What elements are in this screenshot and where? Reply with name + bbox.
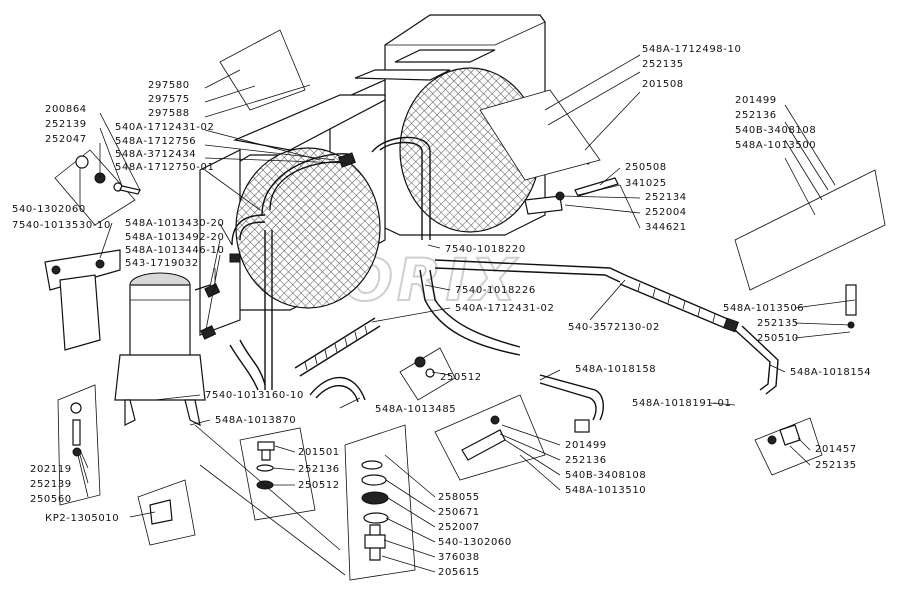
part-label: 540В-3408108 (565, 470, 646, 481)
part-label: 7540-1018226 (455, 285, 536, 296)
part-label: 252135 (642, 59, 684, 70)
part-label: 205615 (438, 567, 480, 578)
part-label: 341025 (625, 178, 667, 189)
hose-clip (309, 376, 366, 403)
part-label: 297580 (148, 80, 190, 91)
part-label: 540А-1712431-02 (455, 303, 554, 314)
part-label: 548А-1013510 (565, 485, 646, 496)
part-label: 201457 (815, 444, 857, 455)
right-long-hose (434, 259, 779, 395)
part-label: 540-3572130-02 (568, 322, 660, 333)
part-label: 201499 (565, 440, 607, 451)
part-label: 540-1302060 (438, 537, 512, 548)
part-label: 540В-3408108 (735, 125, 816, 136)
part-label: 548А-1018191-01 (632, 398, 731, 409)
part-label: 252136 (298, 464, 340, 475)
part-label: 252004 (645, 207, 687, 218)
part-label: 252135 (757, 318, 799, 329)
part-label: 548А-1018158 (575, 364, 656, 375)
part-label: 252139 (45, 119, 87, 130)
part-label: 297588 (148, 108, 190, 119)
part-labels: 548А-1712498-10 252135 201508 201499 252… (12, 44, 871, 578)
part-label: 250512 (440, 372, 482, 383)
part-label: 250671 (438, 507, 480, 518)
part-label: 376038 (438, 552, 480, 563)
part-label: 344621 (645, 222, 687, 233)
part-label: 548А-3712434 (115, 149, 196, 160)
left-hoses (200, 214, 273, 391)
radiator-assembly (199, 14, 546, 336)
part-label: 252134 (645, 192, 687, 203)
part-label: 252135 (815, 460, 857, 471)
part-label: 297575 (148, 94, 190, 105)
part-label: 250560 (30, 494, 72, 505)
part-label: 7540-1013160-10 (205, 390, 304, 401)
part-label: 7540-1018220 (445, 244, 526, 255)
part-label: 543-1719032 (125, 258, 199, 269)
part-label: 540-1302060 (12, 204, 86, 215)
part-label: 258055 (438, 492, 480, 503)
part-label: 548А-1712498-10 (642, 44, 741, 55)
left-bracket (44, 249, 121, 351)
part-label: 250510 (757, 333, 799, 344)
radiator-upper-pipes (261, 136, 431, 240)
part-label: 252139 (30, 479, 72, 490)
part-label: 548А-1013430-20 (125, 218, 224, 229)
part-label: 250508 (625, 162, 667, 173)
part-label: 252136 (565, 455, 607, 466)
part-label: 548А-1013492-20 (125, 232, 224, 243)
part-label: 202119 (30, 464, 72, 475)
fan-mesh-left (235, 147, 381, 309)
part-label: 548А-1013506 (723, 303, 804, 314)
part-label: 548А-1712756 (115, 136, 196, 147)
part-label: 201499 (735, 95, 777, 106)
part-label: 250512 (298, 480, 340, 491)
part-label: 540А-1712431-02 (115, 122, 214, 133)
part-label: 548А-1013870 (215, 415, 296, 426)
part-label: 201508 (642, 79, 684, 90)
part-label: 548А-1013500 (735, 140, 816, 151)
expansion-tank (114, 272, 206, 427)
part-label: 548А-1013446-10 (125, 245, 224, 256)
part-label: 548А-1712750-01 (115, 162, 214, 173)
part-label: 252007 (438, 522, 480, 533)
part-label: 252047 (45, 134, 87, 145)
central-pipe (419, 269, 604, 433)
part-label: 252136 (735, 110, 777, 121)
leader-lines (77, 54, 856, 576)
small-pipe (194, 284, 211, 291)
part-label: КР2-1305010 (45, 513, 119, 524)
part-label: 548А-1013485 (375, 404, 456, 415)
part-label: 200864 (45, 104, 87, 115)
part-label: 548А-1018154 (790, 367, 871, 378)
part-label: 7540-1013530-10 (12, 220, 111, 231)
lower-flex-hose (294, 317, 381, 377)
part-label: 201501 (298, 447, 340, 458)
